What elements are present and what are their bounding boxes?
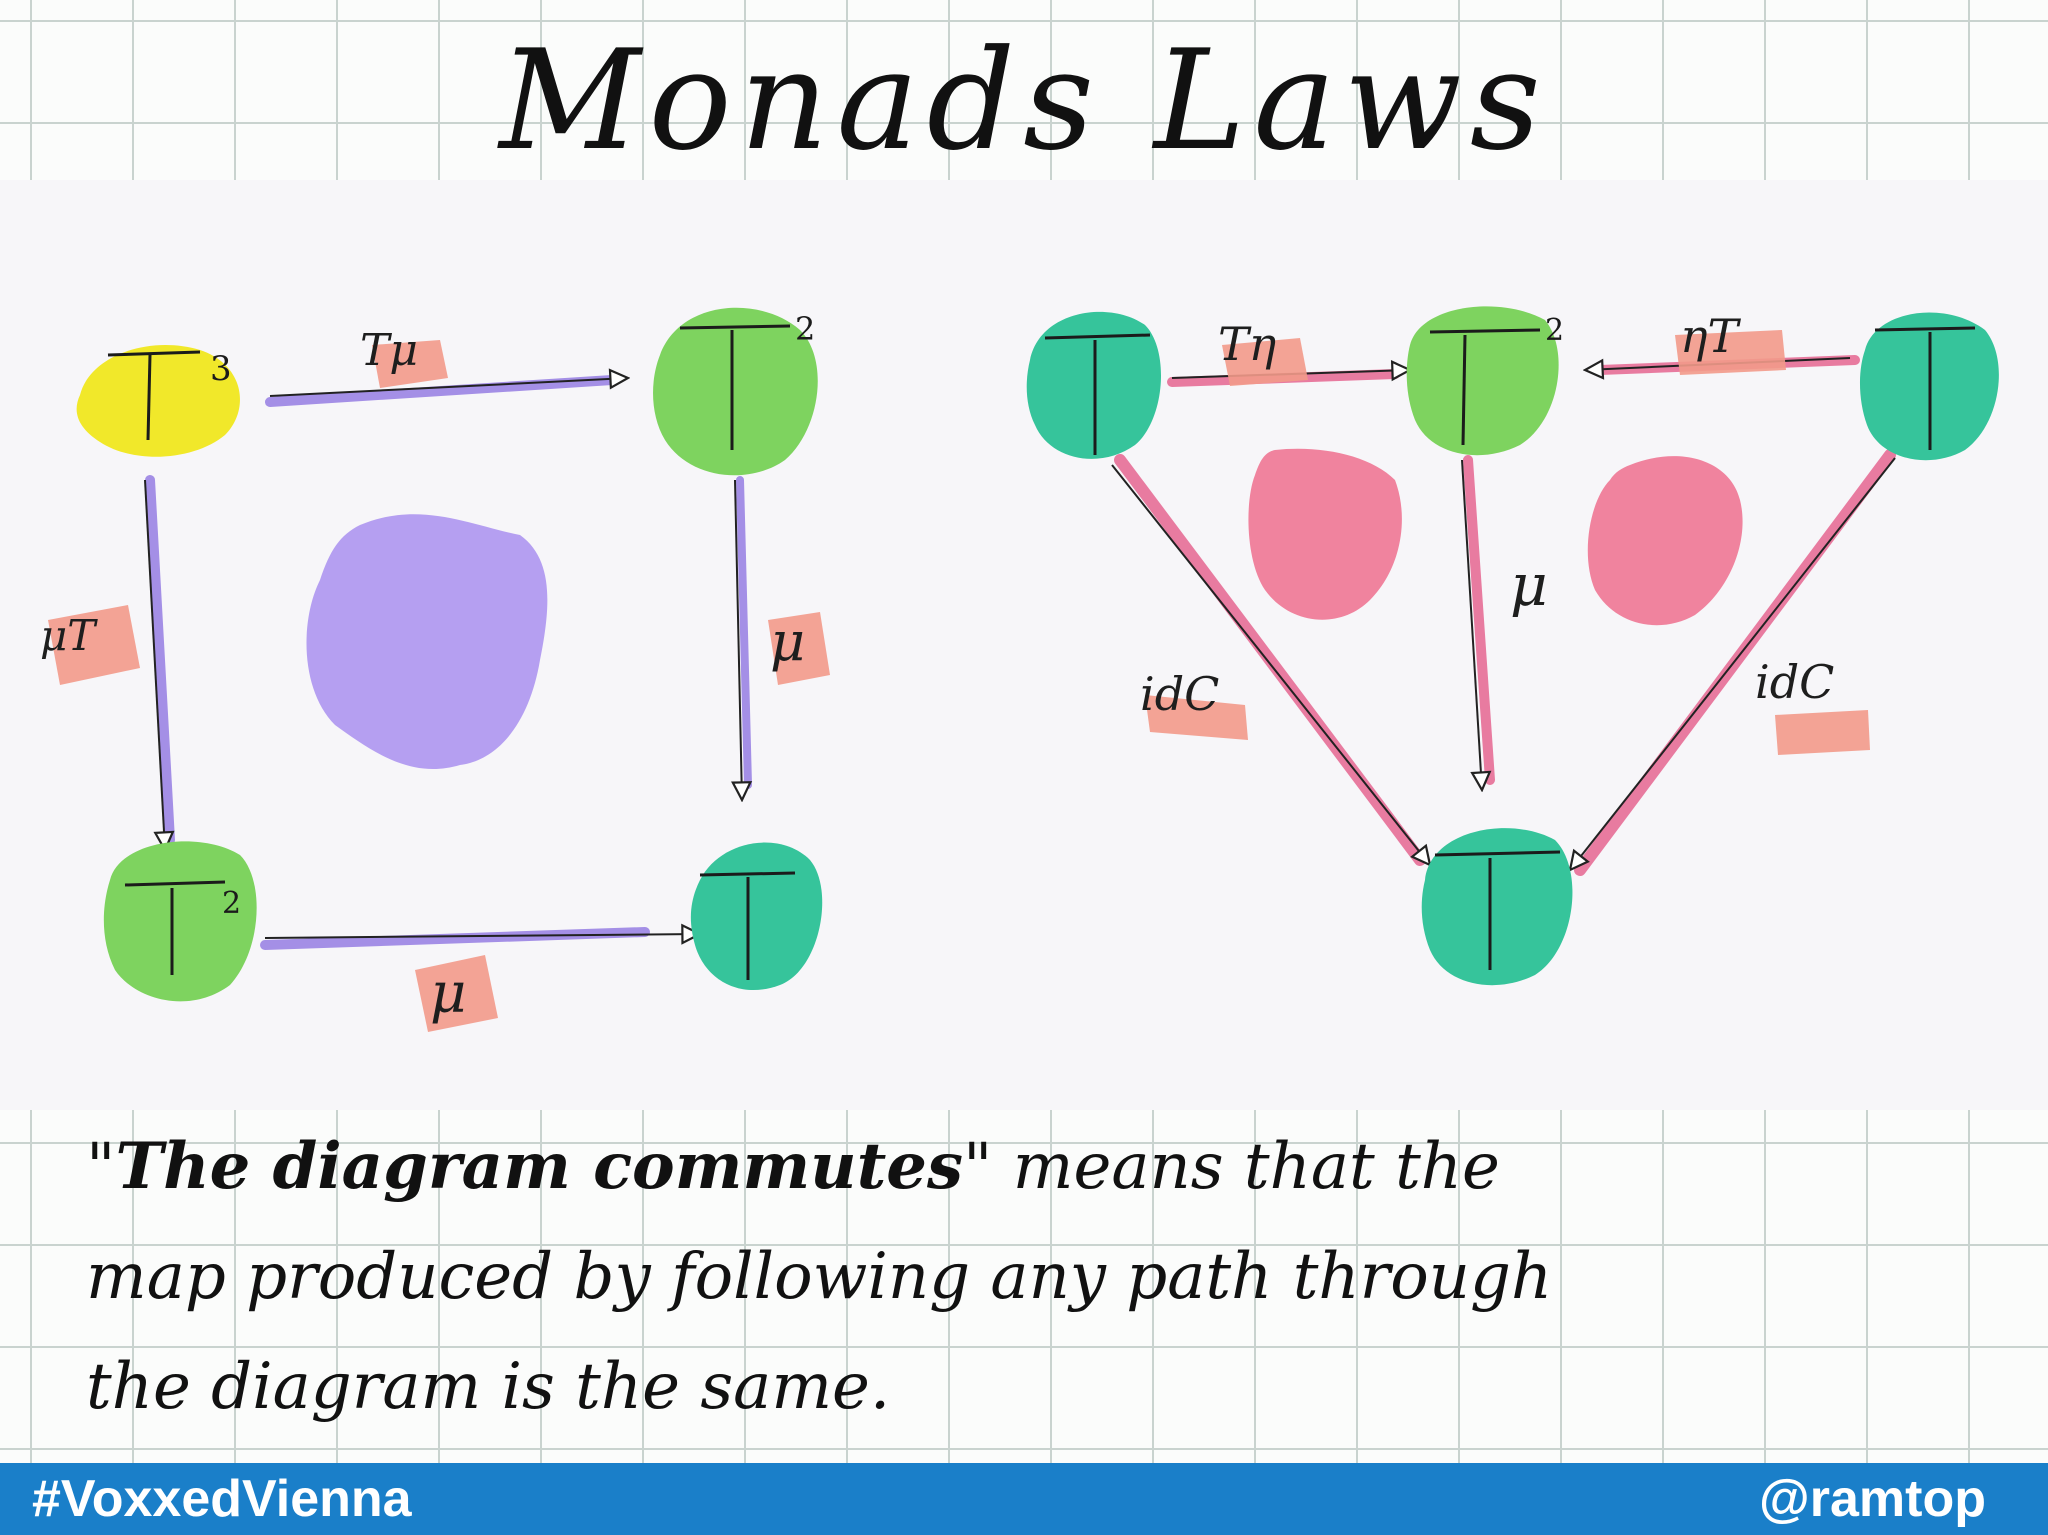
label-tmu-text: Tμ xyxy=(360,325,418,376)
node-t2-bottom-sup: 2 xyxy=(222,886,241,921)
square-region-blob xyxy=(306,514,548,770)
node-t2-bottom: 2 xyxy=(103,841,257,1002)
label-tmu: Tμ xyxy=(360,325,448,388)
label-idc-left: idC xyxy=(1140,667,1248,740)
caption-line-1-rest: means that the xyxy=(992,1130,1500,1204)
node-t2-center: 2 xyxy=(1406,306,1564,456)
node-t3-sup: 3 xyxy=(210,349,232,389)
caption-quote-open: " xyxy=(86,1130,116,1204)
label-etat: ηT xyxy=(1675,309,1786,375)
node-t-left xyxy=(1026,311,1162,459)
label-mu-bottom-text: μ xyxy=(430,961,466,1026)
slide-title: Monads Laws xyxy=(499,20,1549,181)
node-t2-top-sup: 2 xyxy=(795,310,815,348)
label-mu-right: μ xyxy=(768,610,830,685)
triangle-region-blob-right xyxy=(1587,456,1743,626)
label-teta: Tη xyxy=(1218,317,1308,386)
monad-laws-diagram: Tμ μT μ μ 3 2 xyxy=(40,306,1999,1032)
caption: "The diagram commutes" means that the ma… xyxy=(86,1112,1986,1442)
edge-t2bottom-t1 xyxy=(260,932,700,950)
label-mut: μT xyxy=(40,605,140,685)
label-teta-text: Tη xyxy=(1218,317,1277,371)
edge-right-bottom xyxy=(1570,449,1896,876)
edge-center-bottom xyxy=(1461,455,1495,790)
footer-handle: @ramtop xyxy=(1759,1470,1986,1528)
triangle-region-blob-left xyxy=(1248,448,1402,620)
node-t1-square xyxy=(690,842,823,991)
node-t2-center-sup: 2 xyxy=(1545,313,1564,348)
label-idc-right: idC xyxy=(1755,655,1870,755)
label-mu-bottom: μ xyxy=(415,955,498,1032)
node-t-right xyxy=(1859,312,1999,461)
node-t2-top: 2 xyxy=(653,307,818,476)
label-idc-right-text: idC xyxy=(1755,655,1834,709)
caption-line-2: map produced by following any path throu… xyxy=(86,1240,1553,1314)
caption-line-3: the diagram is the same. xyxy=(86,1350,891,1424)
edge-left-bottom xyxy=(1111,454,1430,865)
node-t-bottom xyxy=(1421,828,1573,986)
node-t3: 3 xyxy=(76,345,240,457)
label-etat-text: ηT xyxy=(1680,309,1742,363)
caption-emphasis: The diagram commutes xyxy=(115,1129,963,1204)
label-mu-center-text: μ xyxy=(1510,551,1548,619)
diagram-area: Tμ μT μ μ 3 2 xyxy=(0,180,2048,1110)
label-mu-right-text: μ xyxy=(770,610,805,673)
caption-quote-close: " xyxy=(963,1130,993,1204)
label-mu-center: μ xyxy=(1510,551,1548,619)
edge-t3-t2top xyxy=(265,378,628,407)
footer-bar: #VoxxedVienna @ramtop xyxy=(0,1463,2048,1535)
edge-t3-t2bottom xyxy=(144,475,175,850)
edge-t2top-t1 xyxy=(735,476,748,800)
caption-line-1: "The diagram commutes" means that the xyxy=(86,1112,1986,1222)
label-mut-text: μT xyxy=(40,611,98,660)
footer-hashtag: #VoxxedVienna xyxy=(32,1470,412,1528)
label-idc-left-text: idC xyxy=(1140,667,1219,721)
